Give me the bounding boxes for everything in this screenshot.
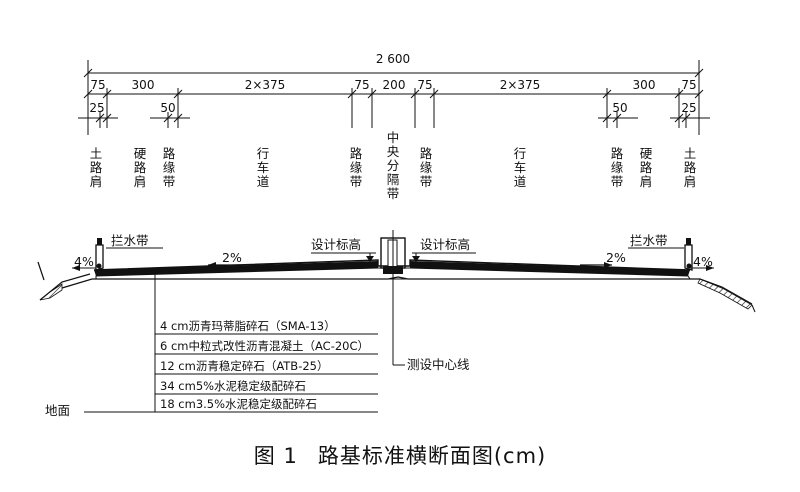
sub-dimension-labels: 25 50 50 25 <box>89 101 696 115</box>
curb-right-label: 拦水带 <box>630 233 668 248</box>
dim-seg-3: 2×375 <box>245 78 286 92</box>
centerline-label: 测设中心线 <box>407 357 470 372</box>
segment-labels: 75 300 2×375 75 200 75 2×375 300 75 <box>90 78 696 92</box>
base-layers <box>95 267 691 280</box>
zone-label: 硬路肩 <box>640 146 653 189</box>
dim-seg-8: 300 <box>633 78 656 92</box>
slope-left-main: 2% <box>222 250 242 265</box>
zone-label: 路缘带 <box>163 146 176 189</box>
slope-left-shoulder: 4% <box>74 254 94 269</box>
layer-5: 18 cm3.5%水泥稳定级配碎石 <box>160 397 317 411</box>
left-slope-hatch <box>39 283 63 301</box>
design-elevation-right: 设计标高 <box>420 237 470 252</box>
slope-right-shoulder: 4% <box>693 254 713 269</box>
layer-2: 6 cm中粒式改性沥青混凝土（AC-20C） <box>160 339 369 353</box>
pavement-left-body <box>94 261 378 276</box>
dim-seg-7: 2×375 <box>500 78 541 92</box>
left-curb-top <box>97 238 102 245</box>
dim-sub-2: 50 <box>160 101 175 115</box>
design-elevation-left: 设计标高 <box>311 237 361 252</box>
right-drain <box>686 263 692 269</box>
right-curb-top <box>686 238 691 245</box>
dim-seg-9: 75 <box>681 78 696 92</box>
pavement-right-body <box>410 261 690 276</box>
layer-1: 4 cm沥青玛蒂脂碎石（SMA-13） <box>160 319 336 333</box>
layer-3: 12 cm沥青稳定碎石（ATB-25） <box>160 359 328 373</box>
segment-dimension-line <box>83 88 704 128</box>
dim-seg-1: 75 <box>90 78 105 92</box>
layer-4: 34 cm5%水泥稳定级配碎石 <box>160 379 306 393</box>
zone-label: 土路肩 <box>90 146 103 189</box>
figure-title: 路基标准横断面图(cm) <box>317 444 547 468</box>
median-base <box>383 266 403 274</box>
dim-sub-3: 50 <box>612 101 627 115</box>
dim-sub-1: 25 <box>89 101 104 115</box>
segment-ticks-marks <box>83 89 704 99</box>
total-width-label: 2 600 <box>376 52 410 66</box>
pavement-layer-table: 4 cm沥青玛蒂脂碎石（SMA-13） 6 cm中粒式改性沥青混凝土（AC-20… <box>154 312 378 413</box>
zone-label: 行车道 <box>257 146 270 189</box>
zone-label: 土路肩 <box>684 146 697 189</box>
zone-label: 路缘带 <box>611 146 624 189</box>
zone-label: 硬路肩 <box>134 146 147 189</box>
cross-section <box>37 230 756 313</box>
right-slope-tip <box>751 304 756 313</box>
zone-labels: 土路肩 硬路肩 路缘带 行车道 路缘带 中央分隔带 路缘带 行车道 路缘带 硬路肩 土路肩 <box>90 130 697 201</box>
zone-label: 中央分隔带 <box>387 130 400 201</box>
figure-caption: 图 1 路基标准横断面图(cm) <box>0 440 800 470</box>
left-slope-tick <box>37 261 45 281</box>
figure-number: 图 1 <box>253 444 298 468</box>
zone-label: 路缘带 <box>420 146 433 189</box>
right-slope-hatch <box>697 278 753 310</box>
curb-left-label: 拦水带 <box>111 233 149 248</box>
design-elevation-markers <box>311 252 476 262</box>
dim-seg-6: 75 <box>417 78 432 92</box>
dim-seg-4: 75 <box>354 78 369 92</box>
zone-label: 路缘带 <box>350 146 363 189</box>
left-drain <box>96 263 102 269</box>
zone-label: 行车道 <box>514 146 527 189</box>
dim-seg-5: 200 <box>383 78 406 92</box>
slope-right-main: 2% <box>606 250 626 265</box>
dim-seg-2: 300 <box>132 78 155 92</box>
dim-sub-4: 25 <box>681 101 696 115</box>
total-dimension <box>83 60 704 135</box>
sub-dimensions <box>78 112 710 128</box>
ground-label: 地面 <box>45 403 70 418</box>
subgrade-line <box>61 276 753 305</box>
